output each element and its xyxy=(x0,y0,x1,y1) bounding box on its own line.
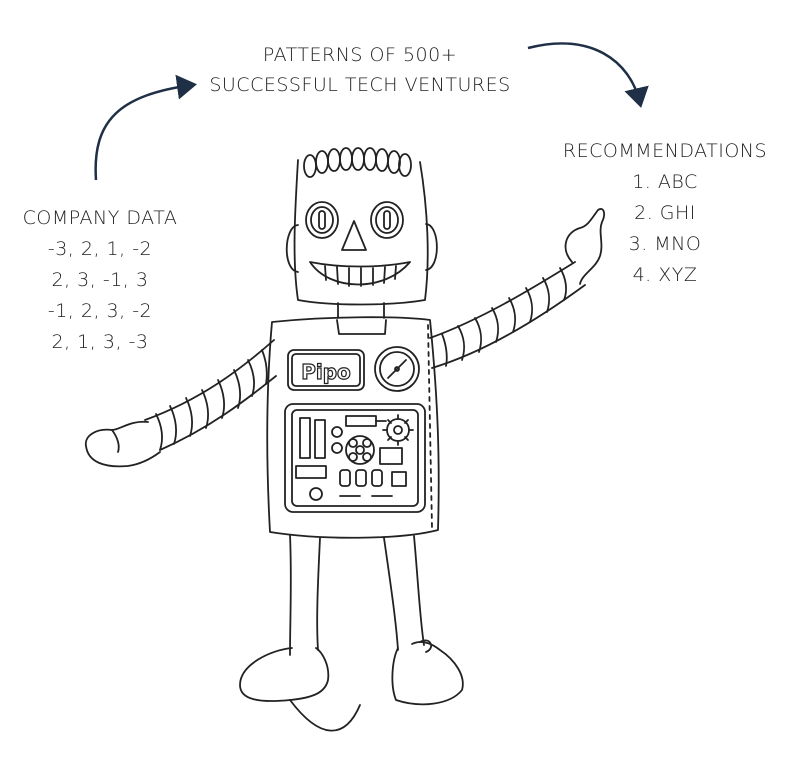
robot-hair xyxy=(303,147,412,178)
robot-control-panel xyxy=(284,403,426,513)
patterns-caption-line2: SUCCESSFUL TECH VENTURES xyxy=(209,74,511,96)
patterns-caption-line1: PATTERNS OF 500+ xyxy=(262,44,458,66)
robot-illustration xyxy=(84,147,605,732)
arrow-patterns-to-recommendations xyxy=(527,42,649,108)
robot-hand-right xyxy=(564,208,605,285)
company-data-row: 2, 3, -1, 3 xyxy=(51,269,149,291)
arrow-data-to-patterns xyxy=(94,74,197,181)
recommendation-item: 1. ABC xyxy=(632,171,698,193)
recommendation-item: 2. GHI xyxy=(634,202,696,224)
robot-leg-right xyxy=(383,535,425,651)
robot-badge xyxy=(287,349,365,391)
company-data-row: 2, 1, 3, -3 xyxy=(51,331,149,353)
company-data-row: -1, 2, 3, -2 xyxy=(47,300,153,322)
recommendations-title: RECOMMENDATIONS xyxy=(562,140,768,162)
patterns-caption: PATTERNS OF 500+ SUCCESSFUL TECH VENTURE… xyxy=(200,40,520,100)
robot-arm-right-stripes xyxy=(441,267,567,367)
robot-neck xyxy=(337,302,385,319)
robot-arm-right xyxy=(429,261,586,369)
robot-foot-left xyxy=(239,647,330,702)
robot-body xyxy=(266,316,440,539)
recommendations-block: RECOMMENDATIONS 1. ABC 2. GHI 3. MNO 4. … xyxy=(560,136,770,291)
fan-icon xyxy=(345,435,375,465)
recommendation-item: 3. MNO xyxy=(628,233,702,255)
gauge-icon xyxy=(374,346,420,392)
company-data-row: -3, 2, 1, -2 xyxy=(47,238,153,260)
robot-leg-left xyxy=(289,534,321,656)
robot-nose xyxy=(341,220,367,251)
gear-icon xyxy=(382,414,414,446)
recommendation-item: 4. XYZ xyxy=(632,264,698,286)
robot-arm-left-stripes xyxy=(155,349,268,451)
robot-hand-left xyxy=(84,420,161,468)
company-data-title: COMPANY DATA xyxy=(22,207,178,229)
company-data-block: COMPANY DATA -3, 2, 1, -2 2, 3, -1, 3 -1… xyxy=(10,203,190,358)
robot-ear-right xyxy=(425,223,438,271)
robot-eyes xyxy=(305,201,404,239)
robot-head xyxy=(293,159,429,306)
robot-ear-left xyxy=(285,224,299,273)
robot-badge-label: Pipo xyxy=(301,360,351,384)
robot-mouth xyxy=(309,261,411,287)
